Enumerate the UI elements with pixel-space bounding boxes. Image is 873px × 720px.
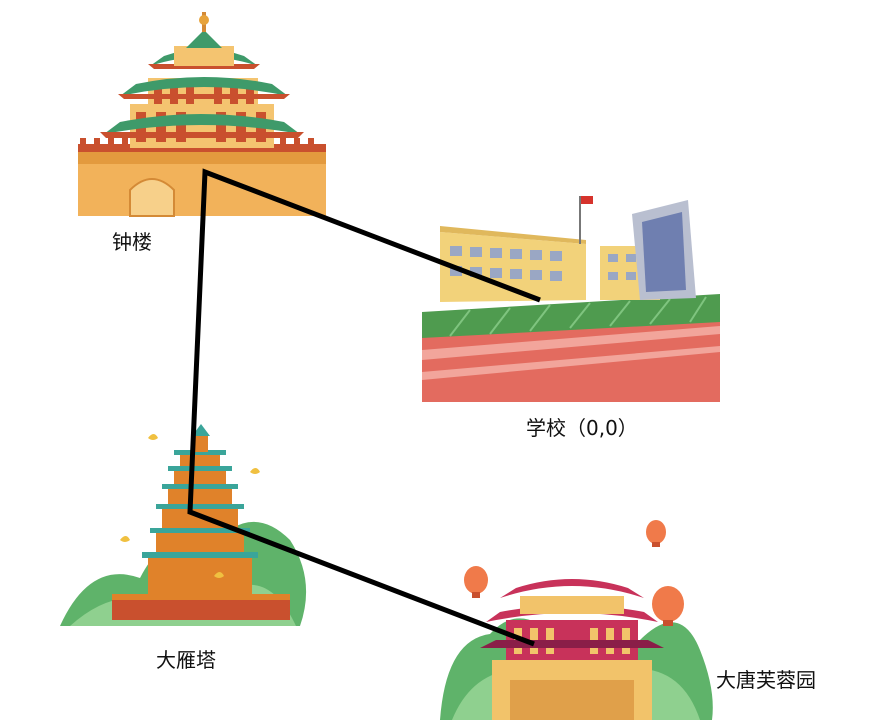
tang-paradise-label: 大唐芙蓉园 (716, 668, 816, 692)
bell-tower-label: 钟楼 (112, 230, 152, 254)
bell-tower-illustration (78, 12, 326, 217)
big-goose-pagoda-label: 大雁塔 (156, 648, 216, 672)
school-illustration (422, 196, 720, 402)
big-goose-pagoda-illustration (60, 424, 307, 626)
route-path (187, 168, 541, 647)
tang-paradise-illustration (440, 520, 713, 720)
school-label: 学校（0,0） (526, 416, 638, 440)
